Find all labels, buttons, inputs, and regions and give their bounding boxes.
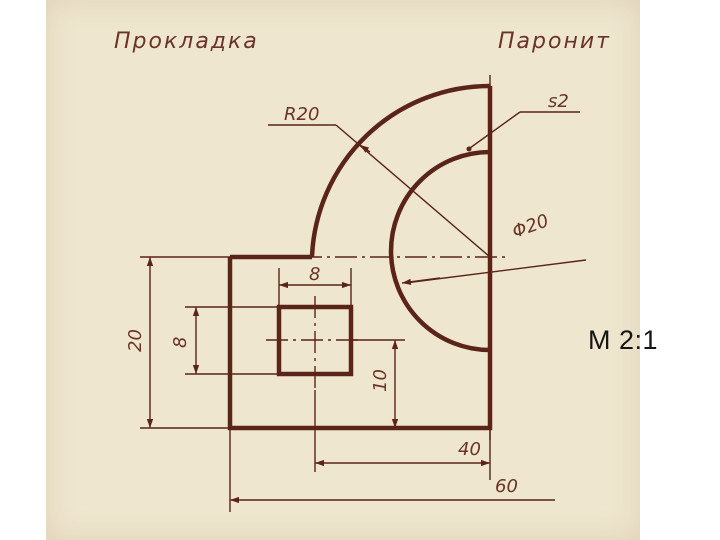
material-label: Паронит [498,29,611,54]
drawing-sheet [46,0,640,540]
hole-arc [388,149,491,353]
dimension-lines [146,257,555,504]
scale-note: М 2:1 [588,325,659,355]
center-lines [230,75,505,440]
r20-arrowhead [359,144,371,153]
annotations: Прокладка Паронит R20 s2 Φ20 8 8 20 10 4… [114,29,611,497]
drawing-title: Прокладка [114,29,259,54]
window-height-label: 8 [170,337,191,348]
window-width-label: 8 [309,264,320,285]
offset-label: 10 [370,369,391,392]
radius-label: R20 [284,104,319,125]
thickness-label: s2 [548,91,569,112]
outer-arc-r20 [309,83,491,258]
diameter-label: Φ20 [510,210,552,242]
leader-s2 [469,111,521,149]
height-label: 20 [125,329,146,352]
leader-r20 [335,124,491,258]
width-40-label: 40 [458,439,481,460]
s2-dot [466,146,472,152]
diameter-arrowhead [401,277,441,285]
leader-lines [268,111,587,285]
width-60-label: 60 [495,476,518,497]
